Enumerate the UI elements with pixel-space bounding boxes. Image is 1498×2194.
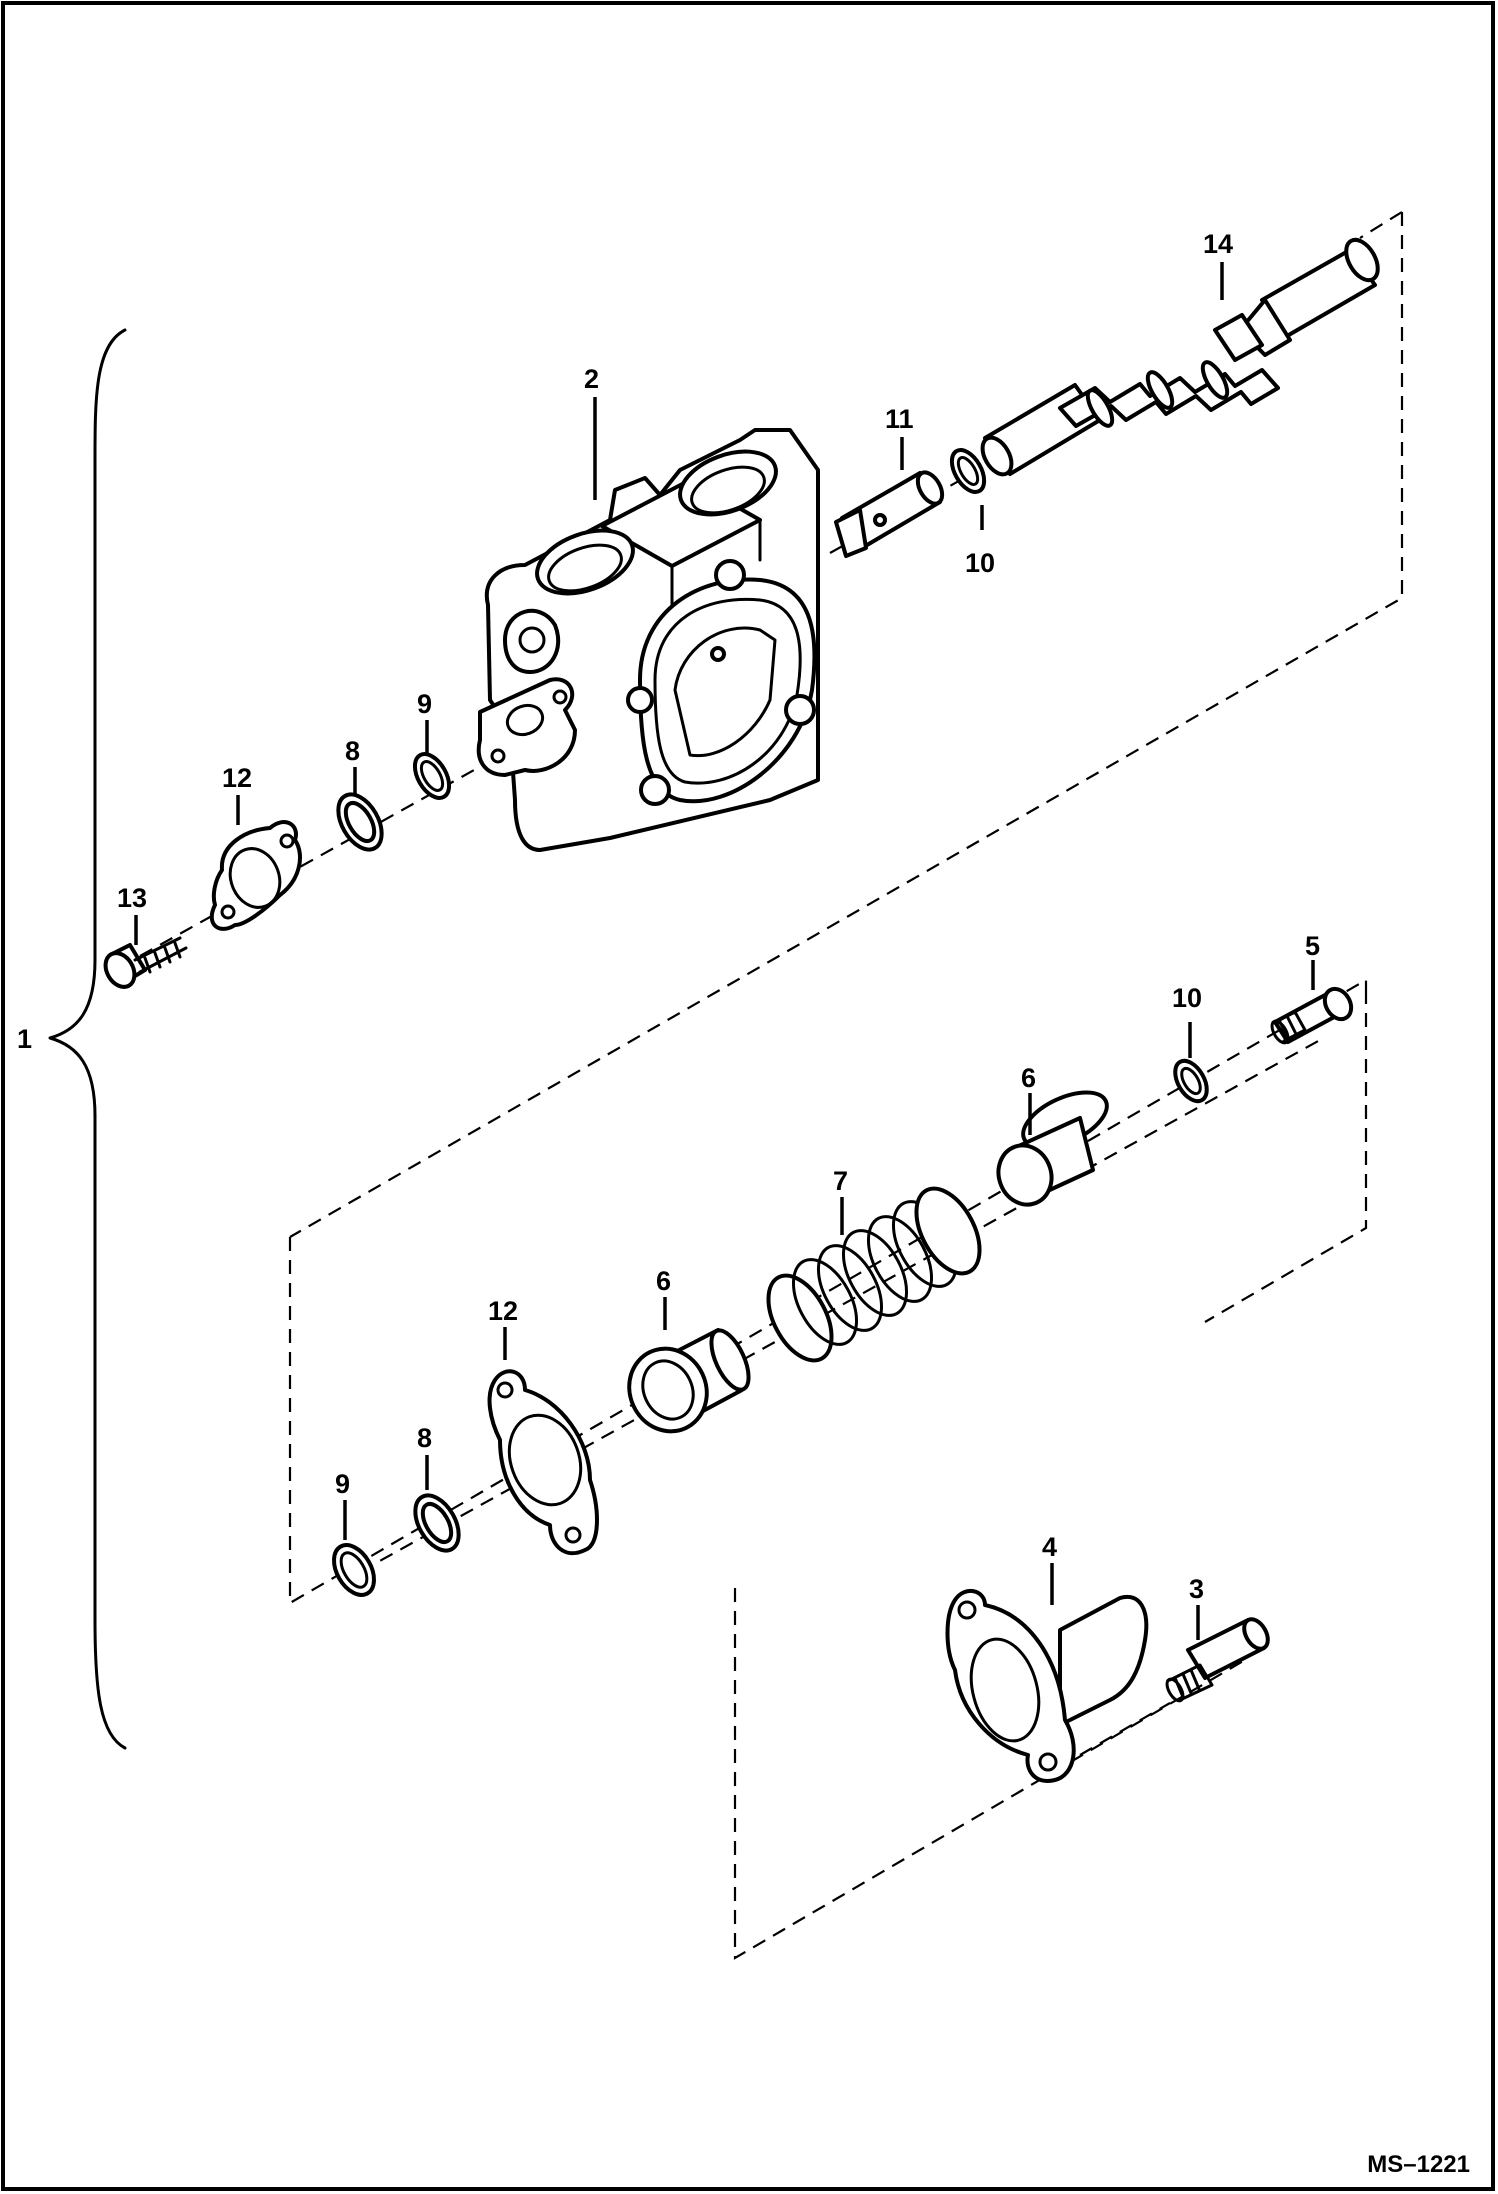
callout-10-lower: 10 [1172, 983, 1202, 1013]
figure-id: MS–1221 [1367, 2151, 1470, 2178]
callout-13: 13 [117, 883, 147, 913]
bolt-3 [1165, 1617, 1270, 1703]
callout-2: 2 [584, 364, 599, 394]
callout-6-upper: 6 [1021, 1063, 1036, 1093]
bolt-5 [1270, 986, 1354, 1045]
callout-6-lower: 6 [656, 1266, 671, 1296]
plate-12-lower [487, 1369, 599, 1556]
spring [766, 1186, 982, 1363]
assembly-brace [48, 328, 127, 1750]
callout-12-lower: 12 [488, 1296, 518, 1326]
plate-12-upper [209, 820, 302, 931]
spool [980, 237, 1380, 477]
sleeve-6-upper [996, 1090, 1109, 1207]
callout-10-upper: 10 [965, 548, 995, 578]
callout-9-lower: 9 [335, 1469, 350, 1499]
callout-5: 5 [1305, 931, 1320, 961]
axis-lower [339, 1039, 1321, 1584]
valve-body [476, 428, 820, 852]
guide-box-lower [733, 1588, 1246, 1960]
sleeve-6-lower [627, 1328, 751, 1434]
callout-9-upper: 9 [417, 689, 432, 719]
o-ring-9-lower [332, 1543, 376, 1597]
callout-1: 1 [17, 1024, 32, 1054]
callout-4: 4 [1042, 1532, 1057, 1562]
callout-8-upper: 8 [345, 736, 360, 766]
axis-bottom [1079, 1702, 1171, 1756]
guide-box-middle [288, 978, 1368, 1605]
guide-box-upper [289, 211, 1404, 1238]
callout-11: 11 [885, 404, 914, 434]
callout-8-lower: 8 [417, 1423, 432, 1453]
callout-3: 3 [1189, 1574, 1204, 1604]
callout-12-upper: 12 [222, 763, 252, 793]
clevis-pin [834, 470, 945, 558]
cap [945, 1589, 1149, 1783]
bolt-13 [103, 936, 188, 989]
callout-7: 7 [833, 1166, 848, 1196]
callout-14: 14 [1203, 229, 1233, 259]
o-ring-10-lower [1173, 1058, 1209, 1104]
o-ring-9-upper [412, 752, 452, 800]
